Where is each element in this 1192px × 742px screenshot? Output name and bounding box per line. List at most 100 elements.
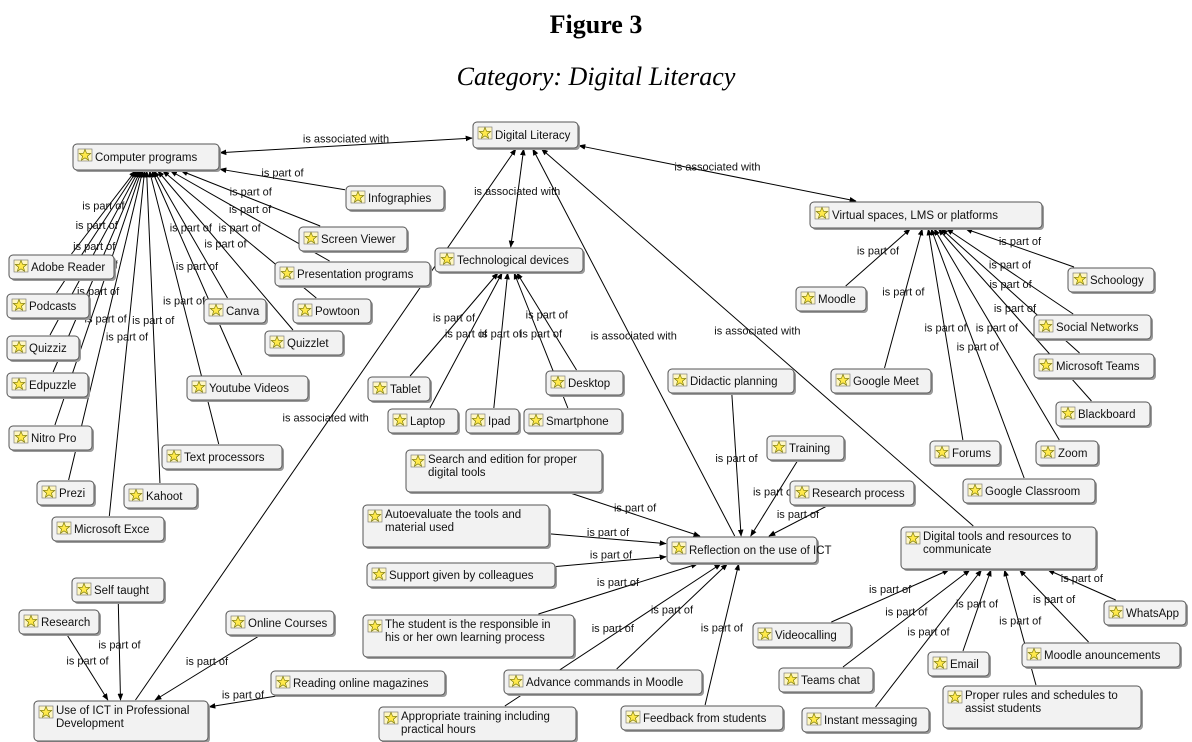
- edge-research-process-to-reflection: [768, 505, 828, 537]
- node-videocalling[interactable]: Videocalling: [752, 622, 853, 649]
- concept-star-icon: [477, 126, 493, 140]
- node-kahoot[interactable]: Kahoot: [123, 483, 199, 510]
- concept-star-icon: [367, 619, 383, 633]
- node-zoom[interactable]: Zoom: [1035, 440, 1100, 467]
- concept-star-icon: [794, 485, 810, 499]
- node-microsoft-teams[interactable]: Microsoft Teams: [1033, 353, 1156, 380]
- node-email[interactable]: Email: [927, 651, 991, 678]
- node-google-classroom[interactable]: Google Classroom: [962, 478, 1097, 505]
- edge-virtual-spaces-to-digital-literacy: [578, 144, 857, 203]
- node-label: Forums: [952, 448, 991, 460]
- node-virtual-spaces[interactable]: Virtual spaces, LMS or platforms: [809, 201, 1044, 230]
- edge-label: is part of: [66, 656, 109, 668]
- node-digital-tools-communicate[interactable]: Digital tools and resources tocommunicat…: [900, 526, 1098, 571]
- node-feedback-students[interactable]: Feedback from students: [620, 705, 785, 732]
- node-smartphone[interactable]: Smartphone: [523, 408, 624, 435]
- node-computer-programs[interactable]: Computer programs: [72, 143, 221, 172]
- node-training[interactable]: Training: [766, 435, 846, 462]
- node-support-colleagues[interactable]: Support given by colleagues: [366, 562, 557, 589]
- node-advance-commands[interactable]: Advance commands in Moodle: [503, 669, 704, 696]
- node-desktop[interactable]: Desktop: [545, 370, 625, 397]
- node-label: material used: [385, 522, 454, 534]
- concept-star-icon: [671, 541, 687, 555]
- node-label: Quizziz: [29, 343, 67, 355]
- concept-star-icon: [905, 531, 921, 545]
- node-label: Social Networks: [1056, 322, 1139, 334]
- node-reading-magazines[interactable]: Reading online magazines: [270, 670, 447, 697]
- concept-star-icon: [41, 485, 57, 499]
- node-digital-literacy[interactable]: Digital Literacy: [472, 121, 580, 150]
- edge-forums-to-virtual-spaces: [926, 228, 964, 441]
- node-quizziz[interactable]: Quizziz: [6, 335, 81, 362]
- node-reflection[interactable]: Reflection on the use of ICT: [666, 536, 832, 565]
- edge-label: is part of: [82, 201, 125, 213]
- node-teams-chat[interactable]: Teams chat: [778, 667, 875, 694]
- node-quizzlet[interactable]: Quizzlet: [264, 330, 345, 357]
- node-self-taught[interactable]: Self taught: [71, 577, 166, 604]
- node-forums[interactable]: Forums: [929, 440, 1002, 467]
- edge-label: is part of: [924, 323, 967, 335]
- node-instant-messaging[interactable]: Instant messaging: [801, 707, 931, 734]
- node-edpuzzle[interactable]: Edpuzzle: [6, 372, 90, 399]
- node-podcasts[interactable]: Podcasts: [6, 293, 91, 320]
- node-text-processors[interactable]: Text processors: [161, 444, 284, 471]
- node-tablet[interactable]: Tablet: [367, 376, 432, 403]
- edge-label: is part of: [132, 315, 175, 327]
- node-adobe-reader[interactable]: Adobe Reader: [8, 254, 116, 281]
- node-screen-viewer[interactable]: Screen Viewer: [298, 226, 409, 253]
- node-research[interactable]: Research: [18, 609, 101, 636]
- edge-laptop-to-technological-devices: [429, 272, 503, 409]
- node-label: Ipad: [488, 416, 510, 428]
- node-box: [8, 254, 115, 280]
- node-label: Adobe Reader: [31, 262, 105, 274]
- node-whatsapp[interactable]: WhatsApp: [1103, 600, 1188, 627]
- node-box: [789, 480, 915, 506]
- concept-star-icon: [383, 711, 399, 725]
- edge-label: is part of: [480, 329, 523, 341]
- node-label: Canva: [226, 306, 260, 318]
- node-moodle[interactable]: Moodle: [795, 286, 868, 313]
- node-didactic-planning[interactable]: Didactic planning: [667, 368, 796, 395]
- edge-label: is part of: [999, 236, 1042, 248]
- node-label: Online Courses: [248, 618, 328, 630]
- node-prezi[interactable]: Prezi: [36, 480, 96, 507]
- node-label: assist students: [965, 703, 1041, 715]
- node-presentation-programs[interactable]: Presentation programs: [274, 261, 432, 288]
- edge-label: is part of: [976, 323, 1019, 335]
- node-infographies[interactable]: Infographies: [345, 185, 446, 212]
- node-technological-devices[interactable]: Technological devices: [434, 247, 585, 274]
- node-ipad[interactable]: Ipad: [465, 408, 521, 435]
- figure-number: Figure 3: [549, 10, 643, 39]
- edge-microsoft-excel-to-computer-programs: [108, 170, 147, 517]
- concept-star-icon: [77, 148, 93, 162]
- node-nitro-pro[interactable]: Nitro Pro: [8, 425, 94, 452]
- node-appropriate-training[interactable]: Appropriate training includingpractical …: [378, 706, 578, 742]
- node-box: [778, 667, 874, 693]
- concept-star-icon: [1040, 445, 1056, 459]
- node-online-courses[interactable]: Online Courses: [225, 610, 336, 637]
- edge-label: is part of: [98, 640, 141, 652]
- node-blackboard[interactable]: Blackboard: [1055, 401, 1152, 428]
- node-laptop[interactable]: Laptop: [387, 408, 460, 435]
- edge-teams-chat-to-digital-tools-communicate: [842, 569, 971, 668]
- node-powtoon[interactable]: Powtoon: [292, 298, 373, 325]
- node-google-meet[interactable]: Google Meet: [830, 368, 933, 395]
- node-canva[interactable]: Canva: [203, 298, 268, 325]
- node-research-process[interactable]: Research process: [789, 480, 916, 507]
- concept-star-icon: [350, 190, 366, 204]
- edge-label: is part of: [526, 310, 569, 322]
- node-label: Nitro Pro: [31, 433, 76, 445]
- node-moodle-announcements[interactable]: Moodle anouncements: [1021, 642, 1182, 669]
- node-social-networks[interactable]: Social Networks: [1033, 314, 1153, 341]
- concept-star-icon: [967, 483, 983, 497]
- node-schoology[interactable]: Schoology: [1067, 267, 1156, 294]
- node-microsoft-excel[interactable]: Microsoft Exce: [51, 516, 166, 543]
- edge-feedback-students-to-reflection: [704, 563, 740, 706]
- node-youtube-videos[interactable]: Youtube Videos: [186, 375, 310, 402]
- edge-computer-programs-to-digital-literacy: [219, 135, 473, 156]
